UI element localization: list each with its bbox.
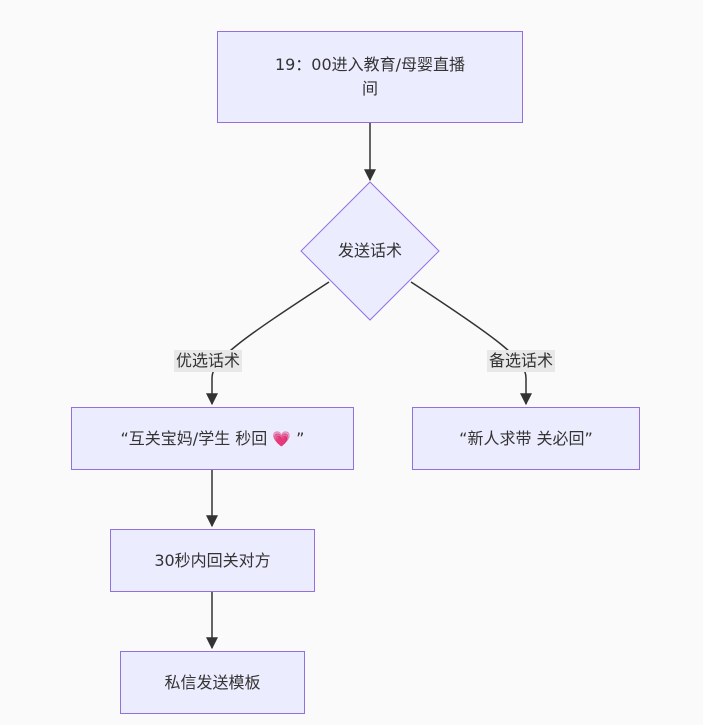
node-follow-back-text: 30秒内回关对方 xyxy=(154,550,271,570)
node-send-dm-template-text: 私信发送模板 xyxy=(164,672,261,692)
edge-label-backup-script: 备选话术 xyxy=(487,350,556,372)
node-send-dm-template: 私信发送模板 xyxy=(120,651,305,714)
edge-decision-to-preferred xyxy=(206,281,330,406)
node-backup-script-text: “新人求带 关必回” xyxy=(459,428,593,448)
node-preferred-script-close-quote: ” xyxy=(296,428,305,448)
node-backup-script: “新人求带 关必回” xyxy=(412,407,640,470)
edge-decision-to-backup xyxy=(410,281,532,406)
decision-diamond xyxy=(300,181,440,321)
node-enter-live-room-line1: 19：00进入教育/母婴直播 xyxy=(274,55,466,74)
decision-send-script-label: 发送话术 xyxy=(337,241,402,260)
heart-icon: 💗 xyxy=(272,429,292,448)
node-preferred-script-text: “互关宝妈/学生 秒回 xyxy=(120,428,268,448)
node-enter-live-room: 19：00进入教育/母婴直播 间 xyxy=(217,31,523,123)
node-enter-live-room-line2: 间 xyxy=(361,79,378,98)
node-preferred-script: “互关宝妈/学生 秒回 💗 ” xyxy=(71,407,354,470)
node-follow-back: 30秒内回关对方 xyxy=(110,529,315,592)
edge-label-preferred-script: 优选话术 xyxy=(174,350,243,372)
